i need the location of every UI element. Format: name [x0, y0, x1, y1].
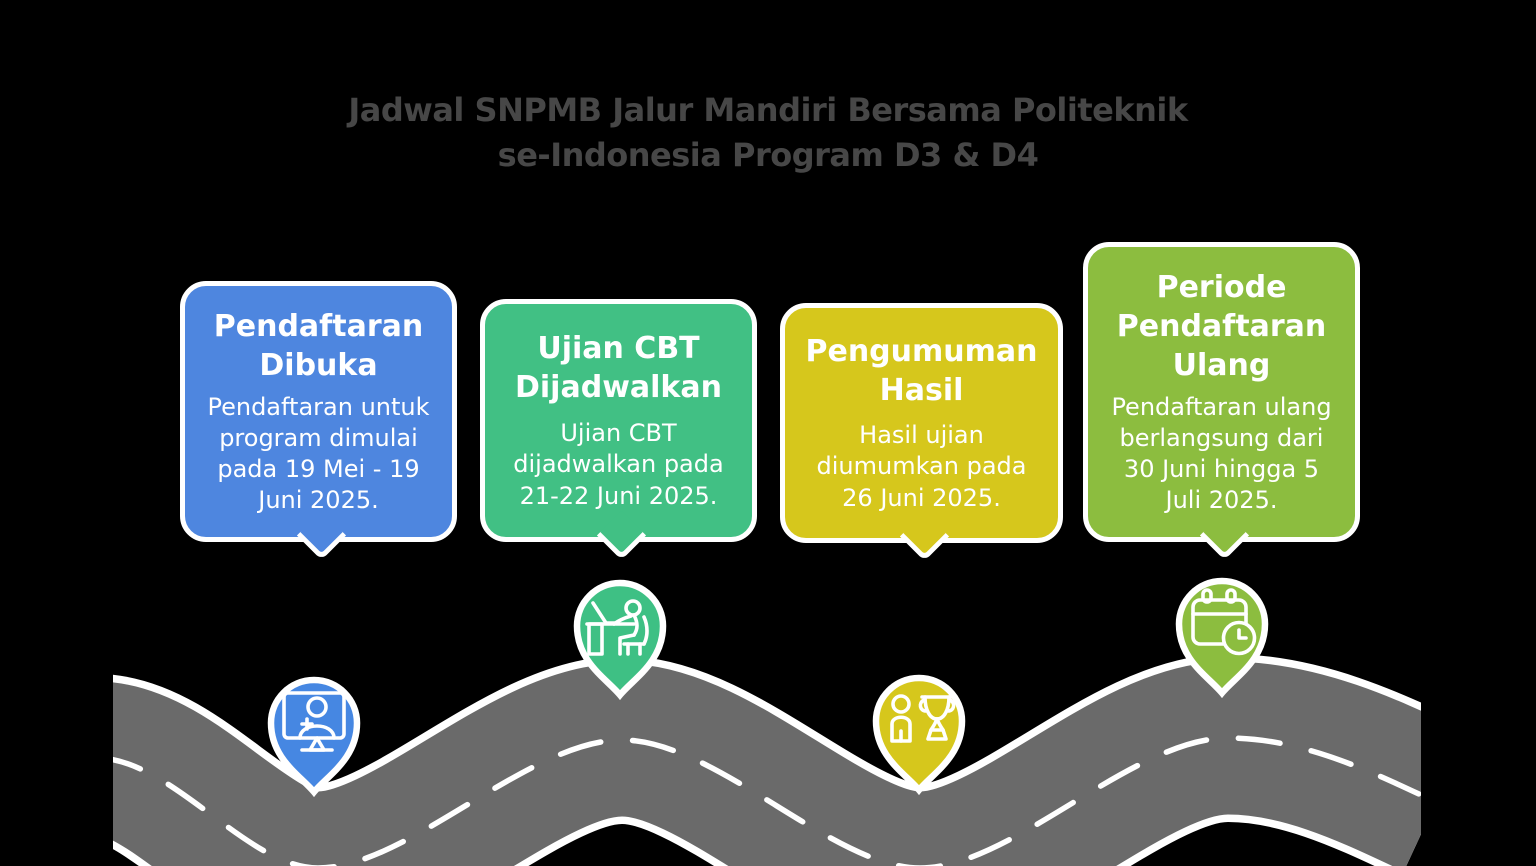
milestone-card-pendaftaran-ulang: Periode Pendaftaran Ulang Pendaftaran ul… [1083, 242, 1360, 561]
card-heading: Pengumuman Hasil [805, 334, 1038, 409]
cbt-workstation-icon [585, 599, 649, 656]
pin-shape [872, 674, 966, 796]
pin-shape [267, 676, 361, 798]
card-heading: Ujian CBT Dijadwalkan [515, 331, 722, 406]
card-heading: Pendaftaran Dibuka [213, 308, 424, 383]
online-registration-monitor-icon [282, 691, 346, 752]
card-body-text: Ujian CBT dijadwalkan pada 21-22 Juni 20… [513, 419, 724, 510]
pin-ujian-cbt [573, 579, 667, 701]
pin-pengumuman-hasil [872, 674, 966, 796]
card-body-text: Hasil ujian diumumkan pada 26 Juni 2025. [816, 421, 1027, 512]
pin-pendaftaran-ulang [1175, 577, 1269, 699]
milestone-card-pengumuman-hasil: Pengumuman Hasil Hasil ujian diumumkan p… [780, 303, 1063, 562]
card-heading: Periode Pendaftaran Ulang [1116, 269, 1327, 383]
milestone-card-ujian-cbt: Ujian CBT Dijadwalkan Ujian CBT dijadwal… [480, 299, 757, 561]
page-title: Jadwal SNPMB Jalur Mandiri Bersama Polit… [348, 91, 1188, 175]
trophy-winner-icon [890, 694, 956, 743]
calendar-clock-icon [1191, 588, 1257, 656]
card-body-text: Pendaftaran ulang berlangsung dari 30 Ju… [1111, 392, 1332, 515]
pin-pendaftaran-dibuka [267, 676, 361, 798]
milestone-card-pendaftaran-dibuka: Pendaftaran Dibuka Pendaftaran untuk pro… [180, 281, 457, 561]
card-body-text: Pendaftaran untuk program dimulai pada 1… [207, 392, 430, 515]
